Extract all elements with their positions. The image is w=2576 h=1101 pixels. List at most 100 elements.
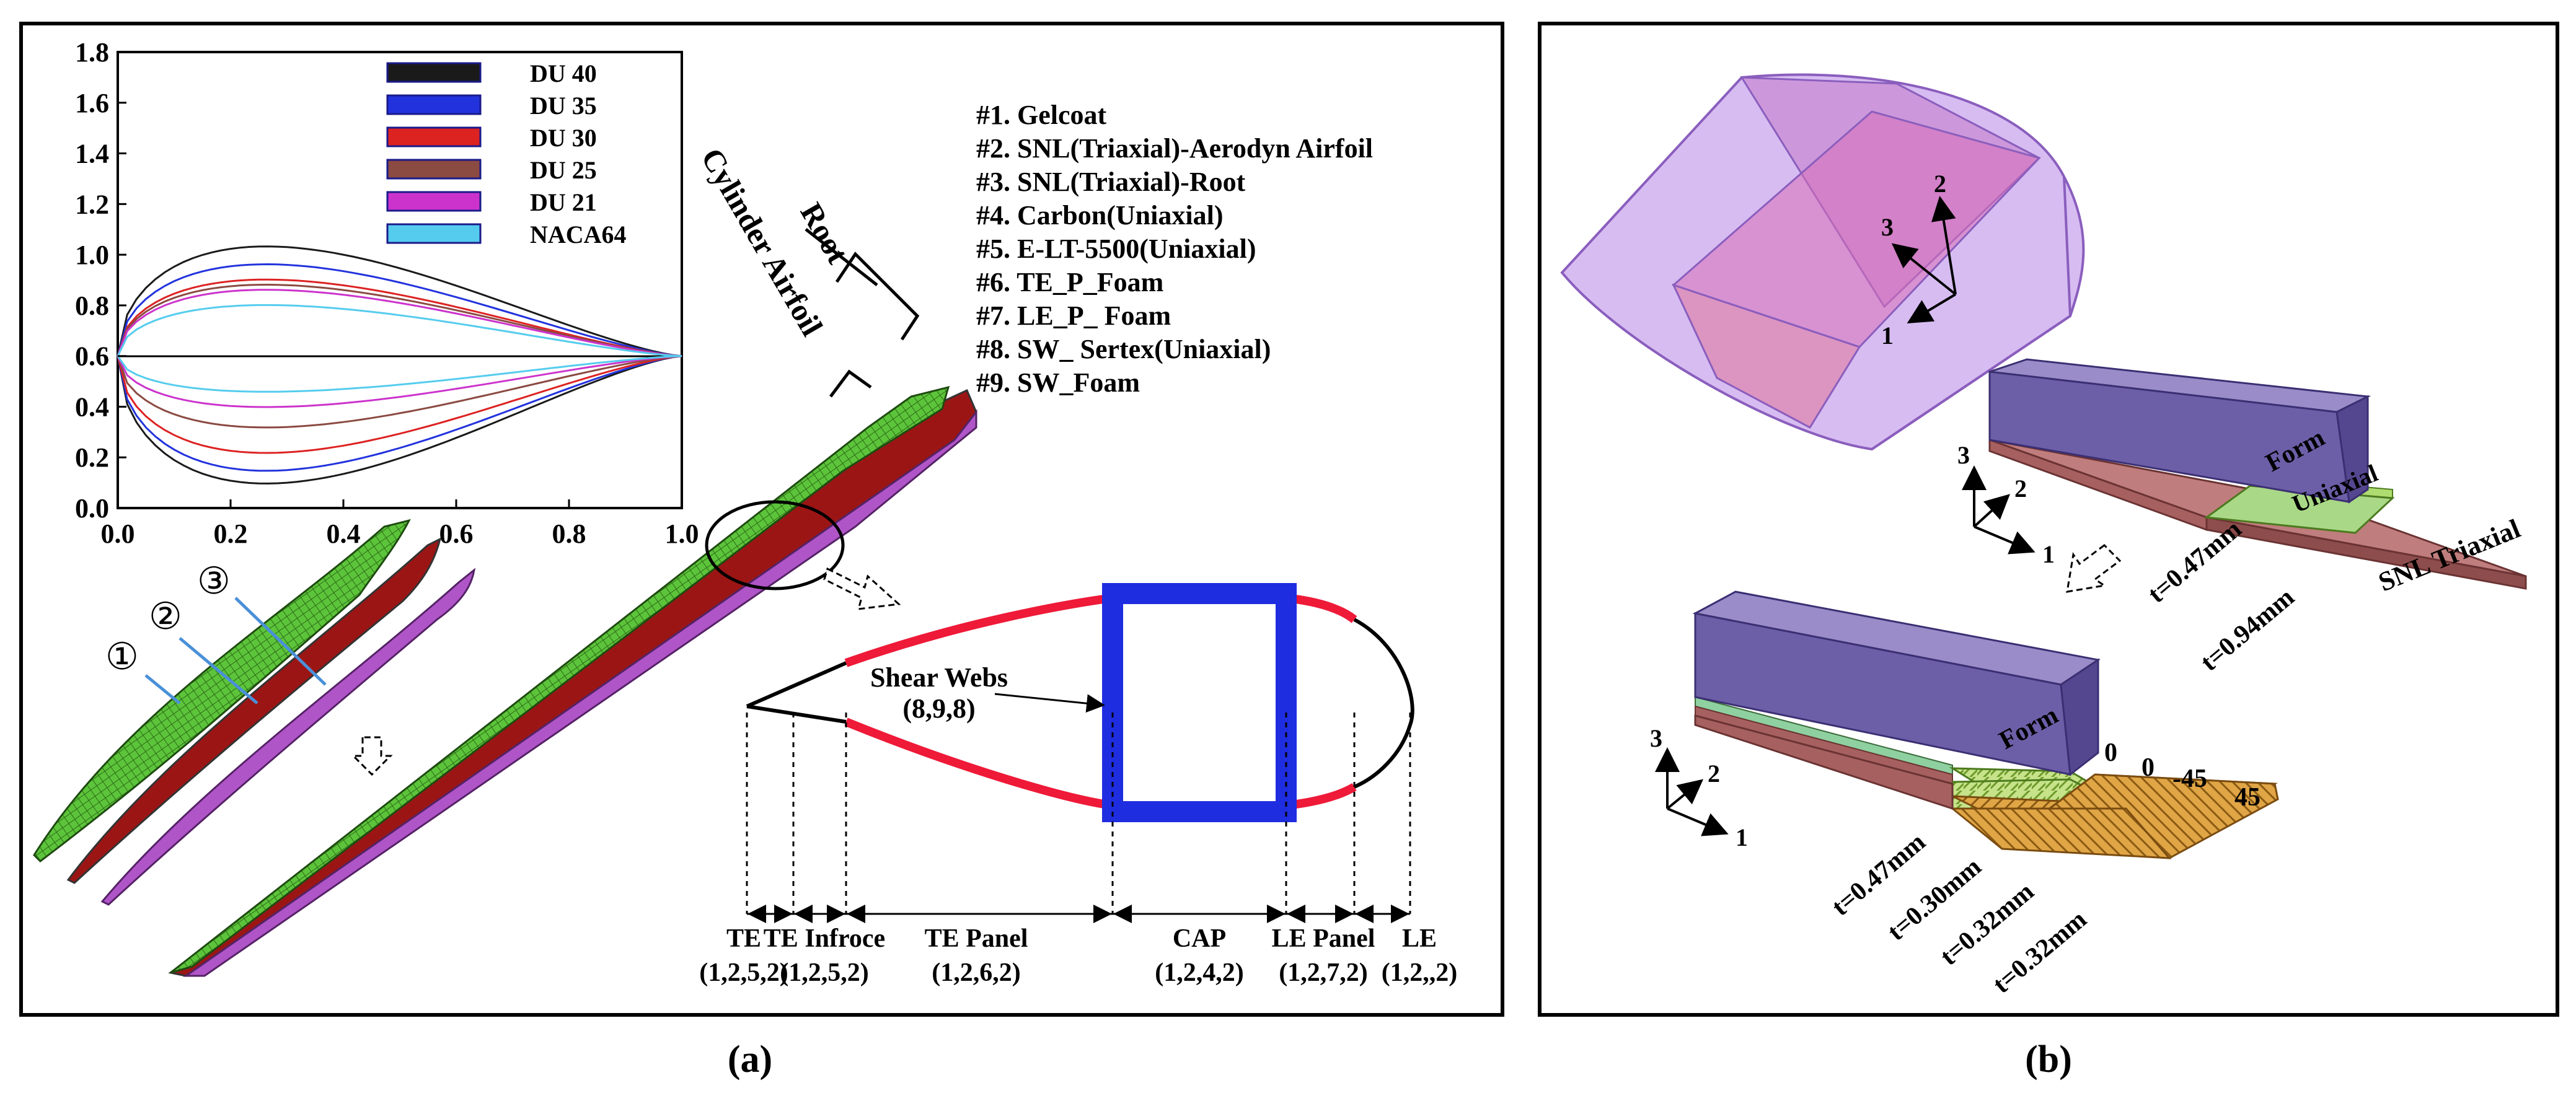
y-tick-label: 1.8	[75, 37, 109, 68]
marker-1: ①	[105, 636, 139, 677]
section-le-nose	[1353, 618, 1414, 789]
cylinder-airfoil-label: Cylinder Airfoil	[694, 143, 829, 342]
y-tick-label: 0.6	[75, 341, 109, 372]
x-tick-label: 0.4	[327, 519, 361, 549]
ply-angle-label: 45	[2234, 783, 2261, 812]
y-tick-label: 0.8	[75, 291, 109, 321]
dashed-arrow-1	[823, 567, 901, 610]
legend-swatch	[386, 159, 482, 180]
legend-swatch	[386, 223, 482, 244]
cylinder-bracket	[829, 369, 872, 398]
material-item: #8. SW_ Sertex(Uniaxial)	[976, 334, 1271, 364]
small-blade-green	[33, 519, 411, 862]
transition-circle	[705, 500, 845, 590]
marker-3: ③	[197, 561, 231, 602]
material-item: #7. LE_P_ Foam	[976, 300, 1171, 331]
x-tick-label: 0.0	[101, 519, 135, 549]
chart-legend: DU 40 DU 35 DU 30 DU 25 DU 21 NACA64	[386, 59, 627, 248]
section-region-code: (1,2,7,2)	[1279, 958, 1367, 987]
panel-b-caption: (b)	[2025, 1038, 2072, 1081]
material-item: #2. SNL(Triaxial)-Aerodyn Airfoil	[976, 133, 1373, 164]
legend-entry: DU 21	[530, 188, 597, 216]
airfoil-axes: 3 2 1	[1881, 170, 1957, 349]
section-region-code: (1,2,6,2)	[932, 958, 1020, 987]
legend-swatch	[386, 126, 482, 147]
dashed-arrow-3	[2066, 544, 2122, 593]
y-tick-label: 1.2	[75, 189, 109, 219]
section-region-name: CAP	[1173, 924, 1226, 953]
legend-entry: NACA64	[530, 221, 627, 248]
marker-2: ②	[149, 596, 182, 637]
panel-a-caption: (a)	[728, 1038, 772, 1081]
x-tick-label: 0.8	[552, 519, 586, 549]
x-tick-label: 0.2	[214, 519, 248, 549]
dashed-arrow-2	[351, 736, 393, 776]
airfoil-axis-2: 2	[1934, 170, 1946, 198]
legend-entry: DU 35	[530, 92, 597, 120]
airfoil-axis-1: 1	[1881, 322, 1894, 349]
section-region-code: (1,2,5,2)	[780, 958, 868, 987]
airfoil-chart: 0.0 0.2 0.4 0.6 0.8 1.0 0.0 0.2 0.4 0.6 0.8 1.0 1.2 1…	[75, 37, 699, 549]
small-blade-red	[66, 537, 442, 884]
shear-webs-label: Shear Webs	[870, 662, 1008, 693]
section-region-code: (1,2,4,2)	[1155, 958, 1243, 987]
section-cap-box	[1102, 583, 1297, 822]
legend-swatch	[386, 62, 482, 83]
legend-entry: DU 40	[530, 59, 597, 87]
x-tick-label: 0.6	[439, 519, 474, 549]
legend-swatch	[386, 191, 482, 212]
panel-a-frame	[19, 22, 1504, 1017]
chart-plot-area	[117, 51, 683, 509]
layup-top: Form Uniaxial SNL Triaxial t=0.47mm t=0.…	[1957, 358, 2527, 677]
legend-entry: DU 30	[530, 124, 597, 152]
y-tick-label: 1.0	[75, 240, 109, 270]
y-tick-label: 1.6	[75, 88, 109, 118]
section-region-name: LE	[1402, 924, 1437, 953]
section-region-code: (1,2,5,2)	[699, 958, 788, 987]
shear-webs-arrow	[994, 693, 1105, 713]
bottom-axis-2: 2	[1708, 760, 1720, 787]
section-region-code: (1,2,,2)	[1382, 958, 1457, 987]
top-axis-1: 1	[2042, 540, 2055, 568]
layup-bottom: Form 00-4545t=0.47mmt=0.30mmt=0.32mmt=0.…	[1650, 590, 2279, 999]
material-list: #1. Gelcoat#2. SNL(Triaxial)-Aerodyn Air…	[976, 100, 1373, 398]
section-region-name: TE	[726, 924, 761, 953]
main-blade	[168, 385, 977, 977]
material-item: #4. Carbon(Uniaxial)	[976, 200, 1223, 230]
y-tick-label: 0.4	[75, 392, 109, 422]
marker-line-2	[179, 637, 258, 704]
bottom-axis-3: 3	[1650, 724, 1662, 752]
bottom-axis-1: 1	[1736, 823, 1748, 851]
airfoil-axis-3: 3	[1881, 213, 1894, 241]
ply-angle-label: -45	[2172, 765, 2207, 793]
section-upper-panel	[844, 594, 1113, 667]
top-axes: 1 2 3	[1957, 441, 2055, 568]
legend-swatch	[386, 94, 482, 115]
legend-entry: DU 25	[530, 156, 597, 184]
section-te-lower	[746, 704, 847, 724]
root-bracket	[805, 228, 920, 341]
airfoil-3d: 3 2 1	[1560, 73, 2085, 451]
material-item: #9. SW_Foam	[976, 367, 1140, 398]
root-label: Root	[793, 197, 855, 270]
y-tick-label: 0.2	[75, 442, 109, 473]
ply-angle-label: 0	[2142, 753, 2155, 782]
material-item: #5. E-LT-5500(Uniaxial)	[976, 234, 1256, 264]
section-region-name: LE Panel	[1272, 924, 1375, 953]
ply-angle-label: 0	[2104, 739, 2117, 767]
x-tick-label: 1.0	[665, 519, 699, 549]
shear-webs-code: (8,9,8)	[902, 693, 975, 724]
cross-section: Shear Webs (8,9,8) TE (1,2,5,2) TE Infroce…	[699, 583, 1457, 987]
material-item: #6. TE_P_Foam	[976, 267, 1163, 297]
small-blade-purple	[100, 568, 476, 906]
section-lower-panel	[844, 717, 1113, 810]
top-thickness-1: t=0.47mm	[2143, 515, 2247, 609]
marker-line-1	[144, 674, 181, 704]
section-region-name: TE Infroce	[764, 924, 885, 953]
small-blades: ① ② ③	[33, 519, 476, 906]
top-axis-3: 3	[1957, 441, 1970, 469]
section-te-upper	[746, 661, 847, 708]
y-tick-label: 0.0	[75, 493, 109, 524]
bottom-axes: 1 2 3	[1650, 724, 1748, 851]
